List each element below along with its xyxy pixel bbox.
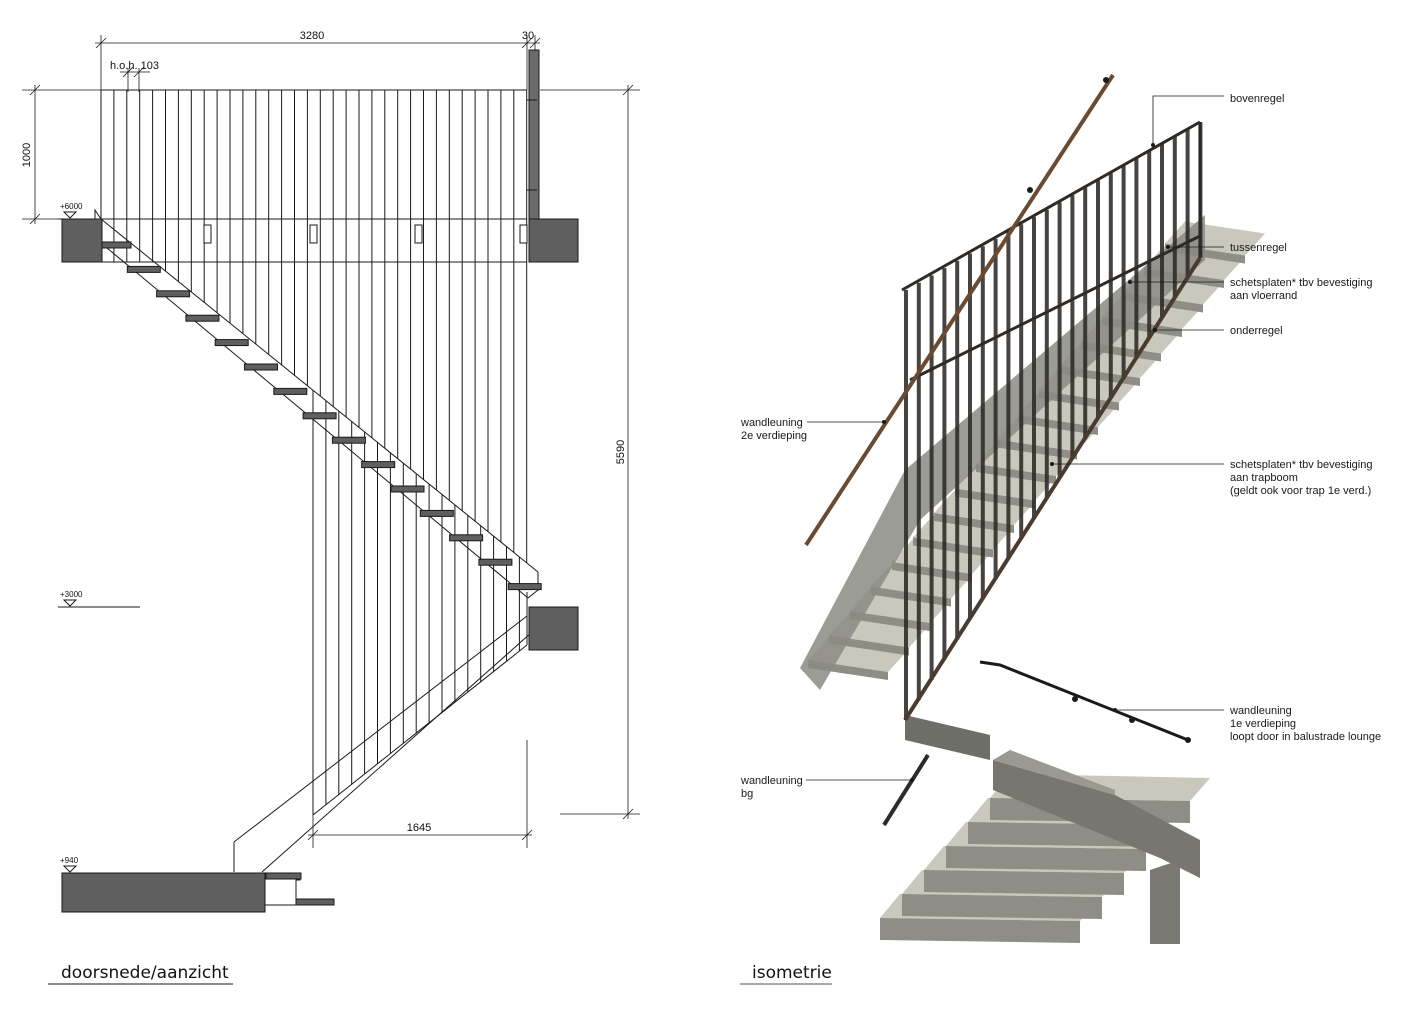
landing-beam-top	[993, 750, 1115, 795]
dim-post: 30	[522, 30, 534, 42]
tread	[478, 558, 513, 566]
upper-flight-treads	[97, 241, 542, 591]
section-view	[22, 35, 640, 985]
ground-step-riser	[880, 918, 1080, 943]
handrail-2nd-floor	[804, 73, 1115, 547]
dim-rail-height: 1000	[21, 143, 33, 167]
level-label-6000: +6000	[60, 202, 83, 211]
fixing-plate	[414, 224, 423, 244]
dim-width: 3280	[300, 30, 324, 42]
tread	[507, 583, 542, 591]
label-bovenregel: bovenregel	[1230, 93, 1284, 105]
handrail-ground	[882, 753, 930, 827]
iso-landing	[905, 715, 990, 760]
handrail-1st-floor	[979, 660, 1189, 742]
label-wandleuning-bg: wandleuning bg	[740, 775, 806, 800]
lower-stringer-bottom	[261, 624, 541, 873]
label-wandleuning-2e: wandleuning 2e verdieping	[740, 417, 807, 442]
tread	[390, 485, 425, 493]
level-marker-6000	[58, 211, 101, 220]
ground-step-riser	[902, 894, 1102, 919]
handrail-brackets	[1027, 77, 1191, 743]
landing-beam	[993, 760, 1200, 878]
tread	[156, 290, 191, 298]
tread	[302, 412, 337, 420]
iso-bottom-rail	[903, 256, 1202, 722]
stair-tread-edge	[997, 439, 1077, 460]
ground-step-tread	[295, 898, 335, 906]
lower-stringer-top	[233, 615, 528, 843]
slab-ground	[61, 872, 266, 913]
ground-step-riser	[924, 870, 1124, 895]
tread	[449, 534, 484, 542]
tread	[214, 339, 249, 347]
tread	[361, 461, 396, 469]
dim-spacing: h.o.h. 103	[110, 60, 159, 72]
slab-top-left	[61, 218, 103, 263]
iso-top-rail	[901, 120, 1201, 292]
slab-mid	[528, 606, 579, 651]
dim-total-height: 5590	[615, 440, 627, 464]
tread	[244, 363, 278, 371]
isometry-caption: isometrie	[752, 963, 832, 983]
level-label-940: +940	[60, 856, 79, 865]
tread	[185, 314, 220, 322]
iso-stringer	[800, 215, 1205, 690]
mid-diagonal	[312, 644, 528, 816]
label-schetsplaten-vloerrand: schetsplaten* tbv bevestiging aan vloerr…	[1230, 277, 1376, 302]
level-label-3000: +3000	[60, 590, 83, 599]
fixing-plate	[309, 224, 318, 244]
ground-flight-side	[1150, 860, 1180, 944]
label-onderregel: onderregel	[1230, 325, 1283, 337]
level-marker-940	[62, 865, 78, 873]
stair-tread-edge	[850, 611, 930, 631]
end-post	[528, 49, 540, 220]
ground-step-riser	[946, 846, 1146, 871]
iso-mid-rail	[909, 234, 1201, 382]
upper-balustrade-bars	[100, 90, 528, 563]
section-caption: doorsnede/aanzicht	[61, 963, 229, 983]
dimension-lines	[22, 35, 640, 848]
isometric-view	[740, 73, 1265, 985]
tread	[331, 436, 366, 444]
dim-lower-width: 1645	[407, 822, 431, 834]
annotation-dots	[882, 143, 1170, 782]
upper-stringer-top	[100, 218, 539, 573]
level-marker-3000	[58, 599, 140, 608]
fixing-plate	[203, 224, 212, 244]
tread	[273, 387, 308, 395]
tread	[97, 241, 132, 249]
label-schetsplaten-trapboom: schetsplaten* tbv bevestiging aan trapbo…	[1230, 459, 1376, 497]
upper-flight-treads-iso	[808, 221, 1265, 680]
tread	[126, 265, 161, 273]
label-tussenregel: tussenregel	[1230, 242, 1287, 254]
slab-top-right	[528, 218, 579, 263]
ground-step-tread	[265, 872, 302, 880]
fixing-plate	[519, 224, 528, 244]
annotation-leaders	[806, 95, 1224, 781]
tread	[419, 509, 454, 517]
label-wandleuning-1e: wandleuning 1e verdieping loopt door in …	[1229, 705, 1381, 743]
